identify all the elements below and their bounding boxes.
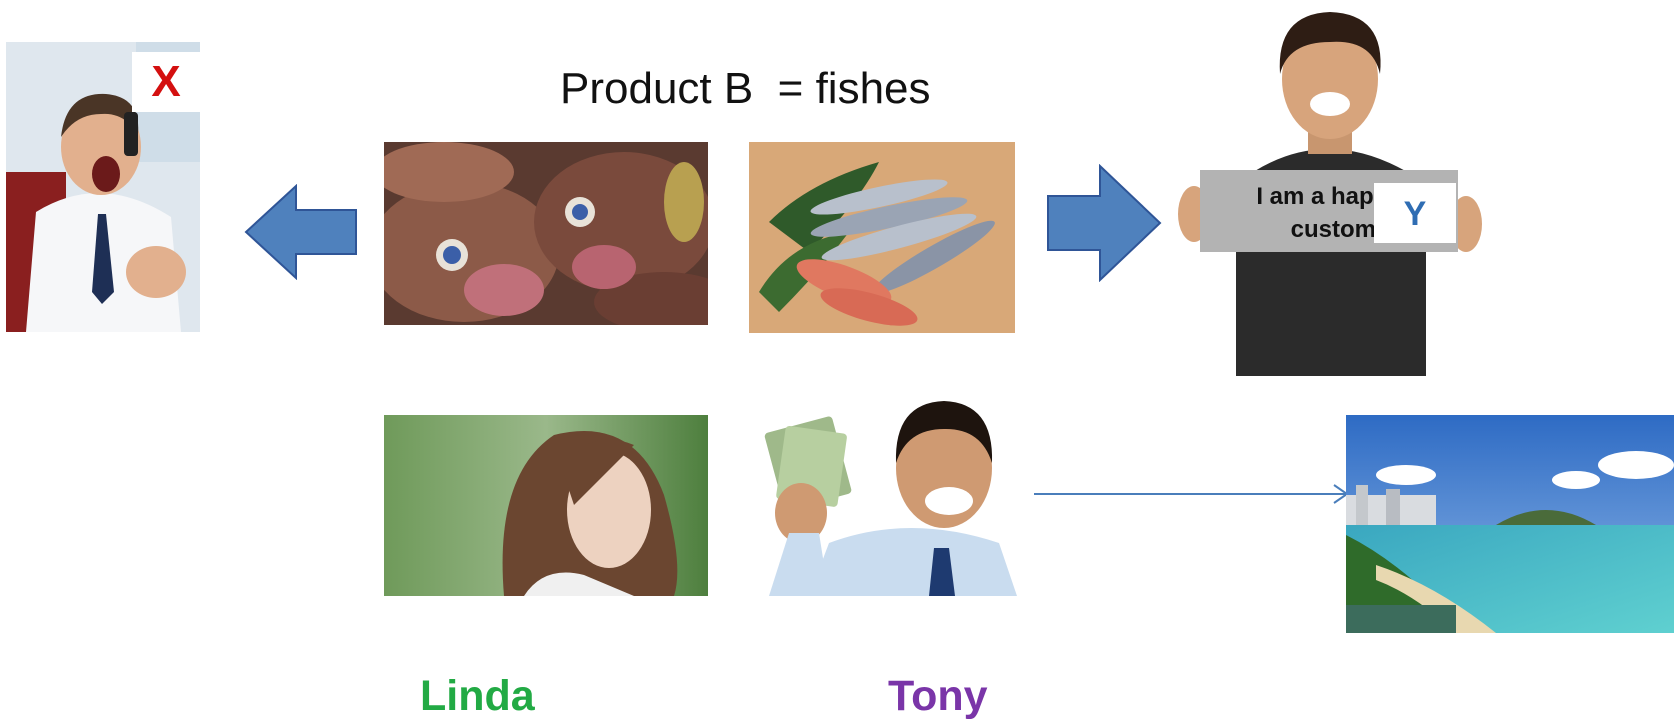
rotten-fish-photo — [384, 142, 708, 325]
linda-photo — [384, 415, 708, 596]
fresh-fish-photo — [749, 142, 1015, 333]
sign-line-1: I am a hap — [1256, 183, 1374, 210]
sign-line-2: custome — [1290, 216, 1390, 243]
block-arrow-right-icon — [1046, 163, 1162, 283]
y-mark: Y — [1374, 183, 1456, 243]
tony-photo — [749, 393, 1017, 596]
beach-resort-photo — [1346, 415, 1674, 633]
name-tony: Tony — [888, 672, 988, 720]
name-linda: Linda — [420, 672, 535, 720]
x-mark: X — [132, 52, 200, 112]
sign-text: I am a hap custome — [1215, 180, 1455, 246]
slide-title: Product B = fishes — [560, 64, 931, 113]
block-arrow-left-icon — [244, 183, 358, 281]
thin-arrow-right-icon — [1034, 483, 1350, 505]
